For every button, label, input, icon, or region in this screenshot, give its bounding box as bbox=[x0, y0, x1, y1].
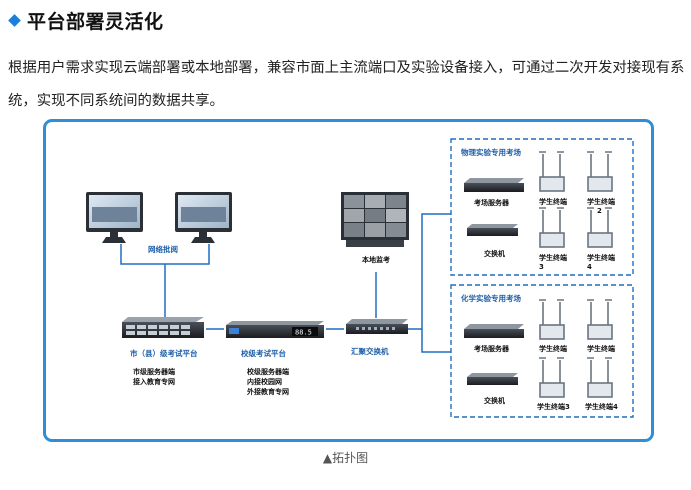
school-desc-3: 外接教育专网 bbox=[247, 387, 289, 396]
section-heading: 平台部署灵活化 bbox=[8, 8, 164, 33]
heading-title: 平台部署灵活化 bbox=[27, 10, 164, 33]
aggregation-switch bbox=[346, 319, 408, 334]
figure-caption: ▲拓扑图 bbox=[322, 451, 369, 465]
review-label: 网络批阅 bbox=[148, 244, 178, 254]
physics-terminal-2-number: 2 bbox=[597, 207, 602, 215]
physics-terminal-4 bbox=[587, 207, 613, 248]
chemistry-server-label: 考场服务器 bbox=[474, 344, 510, 353]
physics-room-server bbox=[464, 178, 524, 192]
physics-terminal-3-number: 3 bbox=[539, 263, 544, 271]
physics-terminal-2 bbox=[587, 151, 613, 192]
physics-switch-label: 交换机 bbox=[484, 249, 505, 258]
chemistry-terminal-1 bbox=[539, 299, 565, 340]
description-paragraph: 根据用户需求实现云端部署或本地部署，兼容市面上主流端口及实验设备接入，可通过二次… bbox=[8, 60, 685, 109]
physics-server-label: 考场服务器 bbox=[474, 198, 510, 207]
physics-room-title: 物理实验专用考场 bbox=[461, 147, 521, 157]
chemistry-terminal-1-label: 学生终端 bbox=[539, 344, 567, 353]
city-desc-1: 市级服务器端 bbox=[133, 367, 175, 376]
monitor-label: 本地监考 bbox=[361, 255, 390, 264]
chemistry-terminal-2-label: 学生终端 bbox=[587, 344, 615, 353]
school-device-display: 88.5 bbox=[295, 329, 312, 337]
city-platform-label: 市（县）级考试平台 bbox=[130, 348, 198, 358]
chemistry-terminal-4-label: 学生终端4 bbox=[585, 402, 618, 411]
school-desc-1: 校级服务器端 bbox=[247, 367, 289, 376]
switch-label: 汇聚交换机 bbox=[351, 346, 389, 356]
school-platform-label: 校级考试平台 bbox=[241, 348, 286, 358]
physics-terminal-4-number: 4 bbox=[587, 263, 592, 271]
physics-room-switch bbox=[467, 224, 518, 236]
chemistry-room-server bbox=[464, 324, 524, 338]
chemistry-terminal-3 bbox=[539, 357, 565, 398]
chemistry-terminal-4 bbox=[587, 357, 613, 398]
physics-terminal-1-label: 学生终端 bbox=[539, 197, 567, 206]
connector-lines bbox=[120, 213, 451, 353]
school-server-device: 88.5 bbox=[226, 321, 324, 338]
chemistry-room-switch bbox=[467, 373, 518, 385]
review-monitor-right bbox=[175, 192, 232, 243]
physics-terminal-1 bbox=[539, 151, 565, 192]
topology-diagram: 网络批阅 市（县）级考试平台 市级服务器端 接入教育专网 88.5 校级考试平台… bbox=[43, 119, 654, 442]
chemistry-terminal-3-label: 学生终端3 bbox=[537, 402, 570, 411]
chemistry-switch-label: 交换机 bbox=[484, 396, 505, 405]
physics-terminal-4-label: 学生终端 bbox=[587, 253, 615, 262]
video-wall-monitor bbox=[341, 192, 409, 247]
line-switch-to-physics bbox=[406, 213, 451, 330]
chemistry-room-title: 化学实验专用考场 bbox=[461, 293, 521, 303]
diamond-bullet-icon bbox=[8, 13, 21, 27]
school-desc-2: 内接校园网 bbox=[247, 377, 282, 386]
physics-terminal-2-label: 学生终端 bbox=[587, 197, 615, 206]
physics-room-box bbox=[450, 138, 634, 276]
chemistry-room-box bbox=[450, 284, 634, 418]
review-monitor-left bbox=[86, 192, 143, 243]
physics-terminal-3-label: 学生终端 bbox=[539, 253, 567, 262]
chemistry-terminal-2 bbox=[587, 299, 613, 340]
physics-terminal-3 bbox=[539, 207, 565, 248]
city-desc-2: 接入教育专网 bbox=[133, 377, 175, 386]
line-switch-to-chemistry bbox=[421, 329, 451, 353]
city-server-rack bbox=[122, 317, 204, 338]
topology-svg: 网络批阅 市（县）级考试平台 市级服务器端 接入教育专网 88.5 校级考试平台… bbox=[86, 138, 634, 418]
